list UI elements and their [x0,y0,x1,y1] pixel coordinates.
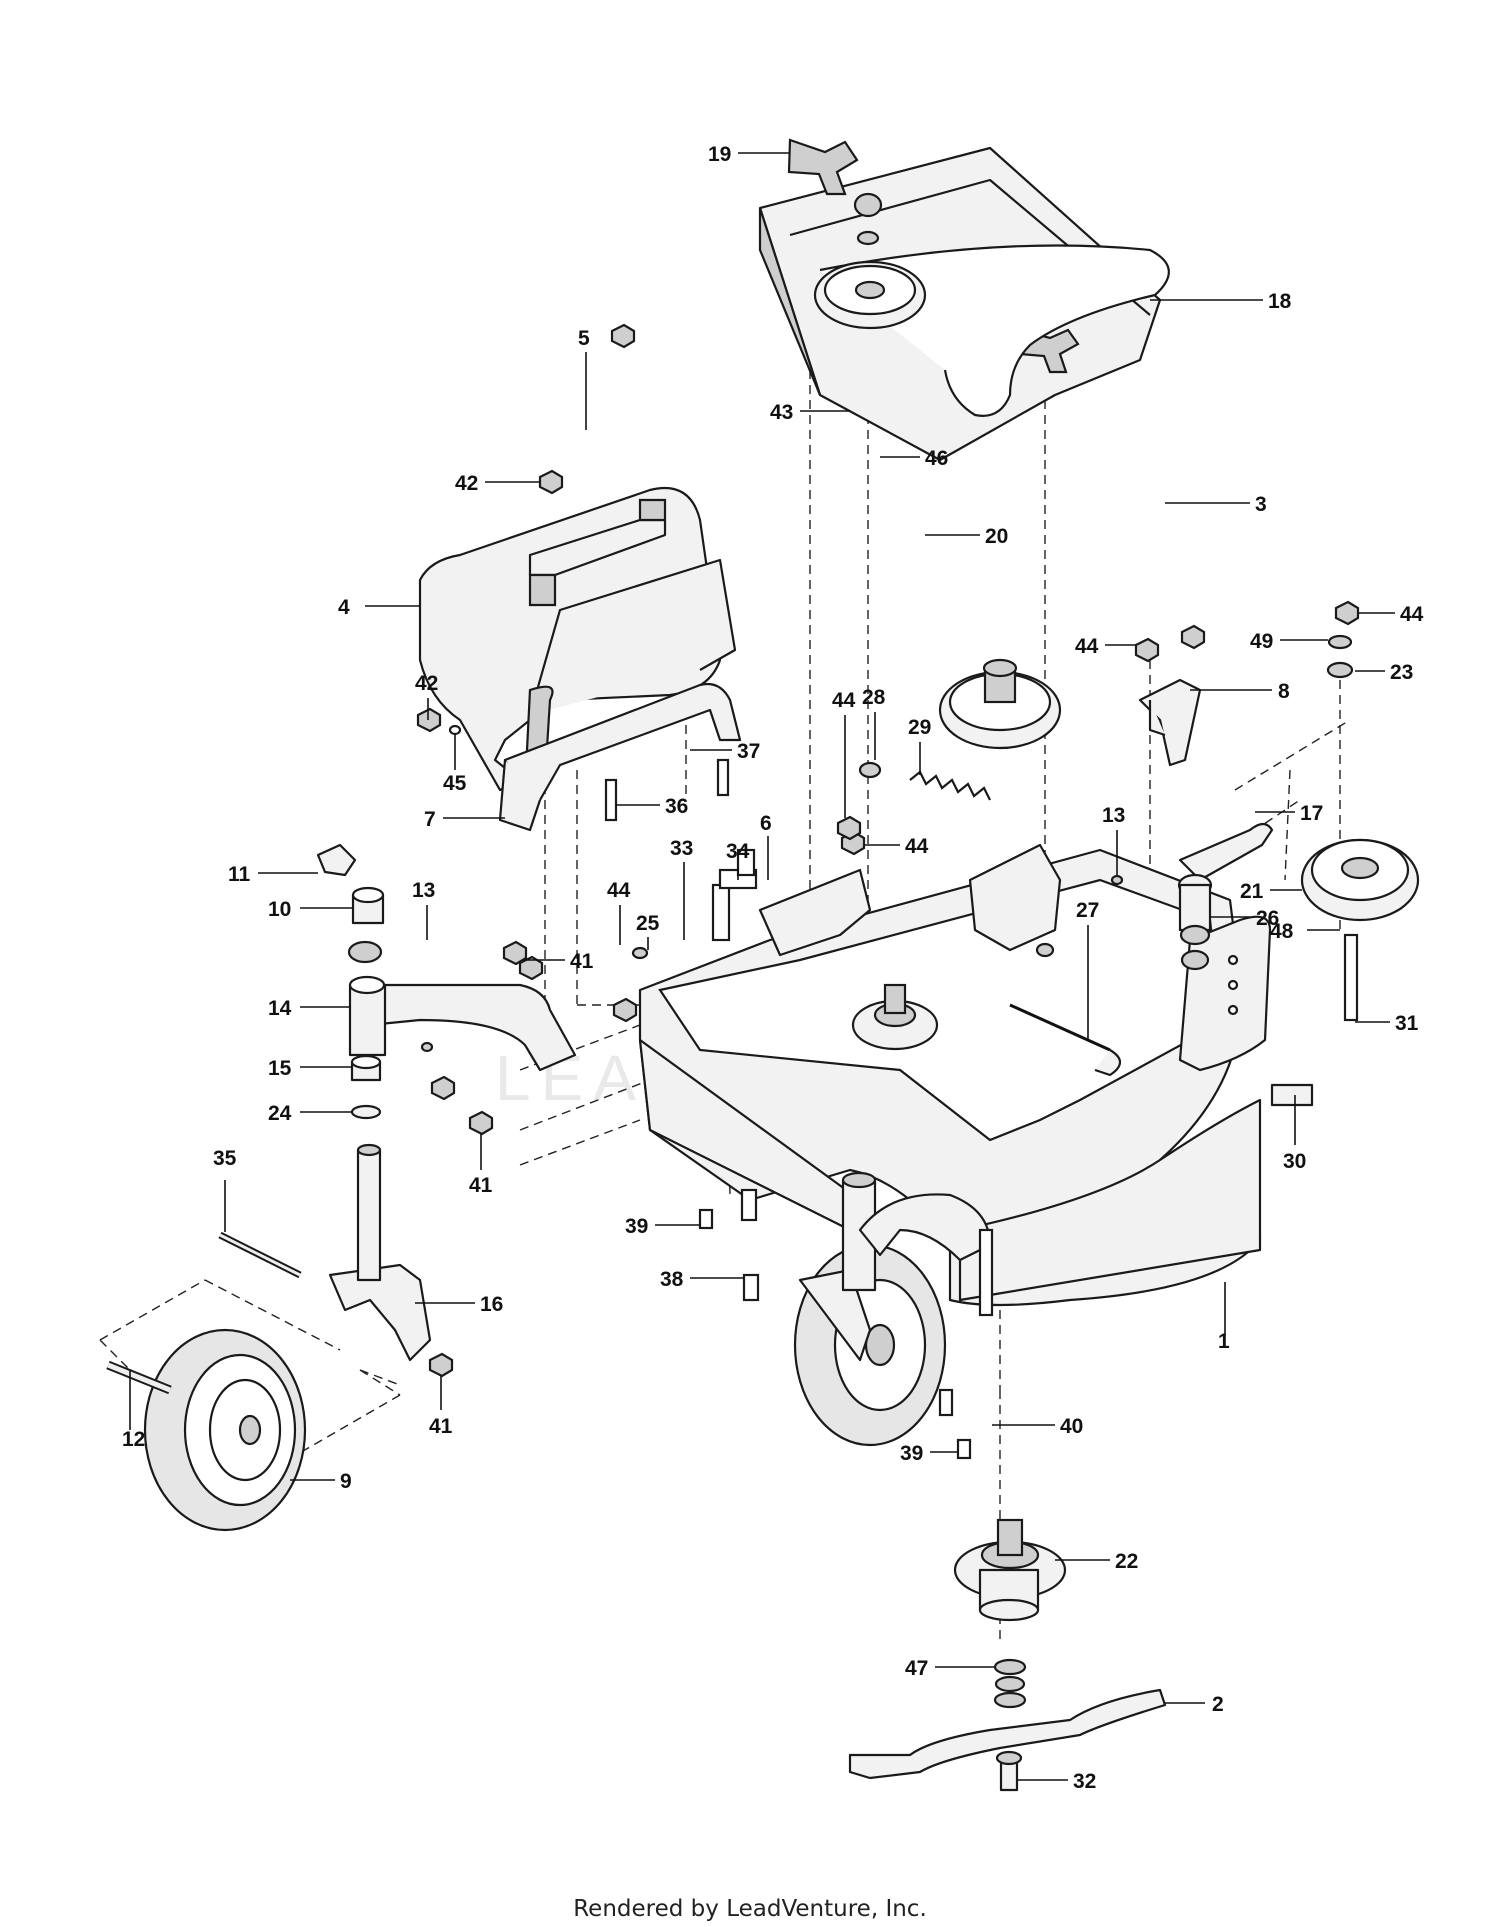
callout-4: 4 [338,596,350,619]
callouts: 1 2 3 4 5 6 7 8 9 10 11 12 13 13 14 15 1 [122,143,1424,1793]
callout-32: 32 [1073,1770,1096,1793]
callout-13: 13 [412,879,435,902]
callout-28: 28 [862,686,886,709]
blade-2 [848,1658,1167,1792]
callout-49: 49 [1250,630,1273,653]
axle-bolt-12 [106,1360,172,1395]
callout-26: 26 [1256,907,1279,930]
bracket-5 [528,498,667,607]
pulley-20 [813,192,927,330]
callout-24: 24 [268,1102,292,1125]
callout-45: 45 [443,772,467,795]
callout-46: 46 [925,447,948,470]
callout-10: 10 [268,898,291,921]
callout-13b: 13 [1102,804,1125,827]
footer-credit: Rendered by LeadVenture, Inc. [573,1896,927,1922]
callout-12: 12 [122,1428,145,1451]
callout-41b: 41 [469,1174,493,1197]
callout-40: 40 [1060,1415,1083,1438]
callout-22: 22 [1115,1550,1138,1573]
washer-24 [350,1104,382,1120]
callout-21: 21 [1240,880,1264,903]
callout-37: 37 [737,740,760,763]
callout-29: 29 [908,716,931,739]
callout-17: 17 [1300,802,1323,825]
callout-44e: 44 [607,879,631,902]
callout-44d: 44 [832,689,856,712]
callout-42b: 42 [415,672,438,695]
bolt-35 [218,1231,302,1279]
spindle-22 [953,1518,1067,1622]
callout-1: 1 [1218,1330,1230,1353]
callout-38: 38 [660,1268,684,1291]
callout-7: 7 [424,808,436,831]
callout-47: 47 [905,1657,928,1680]
callout-48: 48 [1270,920,1294,943]
mower-deck [638,843,1272,1447]
callout-14: 14 [268,997,292,1020]
bearing [347,940,383,964]
idler-pulley-21 [1300,838,1420,922]
callout-41c: 41 [429,1415,453,1438]
cap-11 [316,843,357,877]
side-shield [418,486,737,793]
callout-25: 25 [636,912,660,935]
bracket-8 [1138,678,1202,767]
callout-20: 20 [985,525,1008,548]
bushing-10 [351,886,385,925]
caster-fork-16 [328,1143,432,1362]
callout-9: 9 [340,1470,352,1493]
callout-19: 19 [708,143,731,166]
callout-3: 3 [1255,493,1267,516]
washer-15 [350,1054,382,1082]
callout-23: 23 [1390,661,1413,684]
callout-42: 42 [455,472,478,495]
cover-knob-top [787,138,859,196]
callout-2: 2 [1212,1693,1224,1716]
spring-29 [909,770,991,801]
callout-44c: 44 [1400,603,1424,626]
pulley-center [938,658,1062,750]
caster-arm-14 [348,975,577,1072]
callout-27: 27 [1076,899,1099,922]
callout-15: 15 [268,1057,292,1080]
callout-31: 31 [1395,1012,1419,1035]
callout-16: 16 [480,1293,503,1316]
callout-11: 11 [228,863,251,886]
callout-5: 5 [578,327,590,350]
callout-39b: 39 [900,1442,923,1465]
callout-8: 8 [1278,680,1290,703]
idler-arm-17 [1177,822,1274,971]
callout-18: 18 [1268,290,1292,313]
callout-35: 35 [213,1147,237,1170]
callout-43: 43 [770,401,793,424]
callout-44: 44 [905,835,929,858]
rod-27 [1009,1003,1122,1077]
callout-41: 41 [570,950,594,973]
bracket-7 [498,682,742,832]
callout-34: 34 [726,840,750,863]
callout-36: 36 [665,795,688,818]
callout-6: 6 [760,812,772,835]
callout-39: 39 [625,1215,648,1238]
callout-33: 33 [670,837,693,860]
callout-44b: 44 [1075,635,1099,658]
nuts [416,323,1360,1378]
callout-30: 30 [1283,1150,1306,1173]
caster-wheel-9 [143,1328,307,1532]
